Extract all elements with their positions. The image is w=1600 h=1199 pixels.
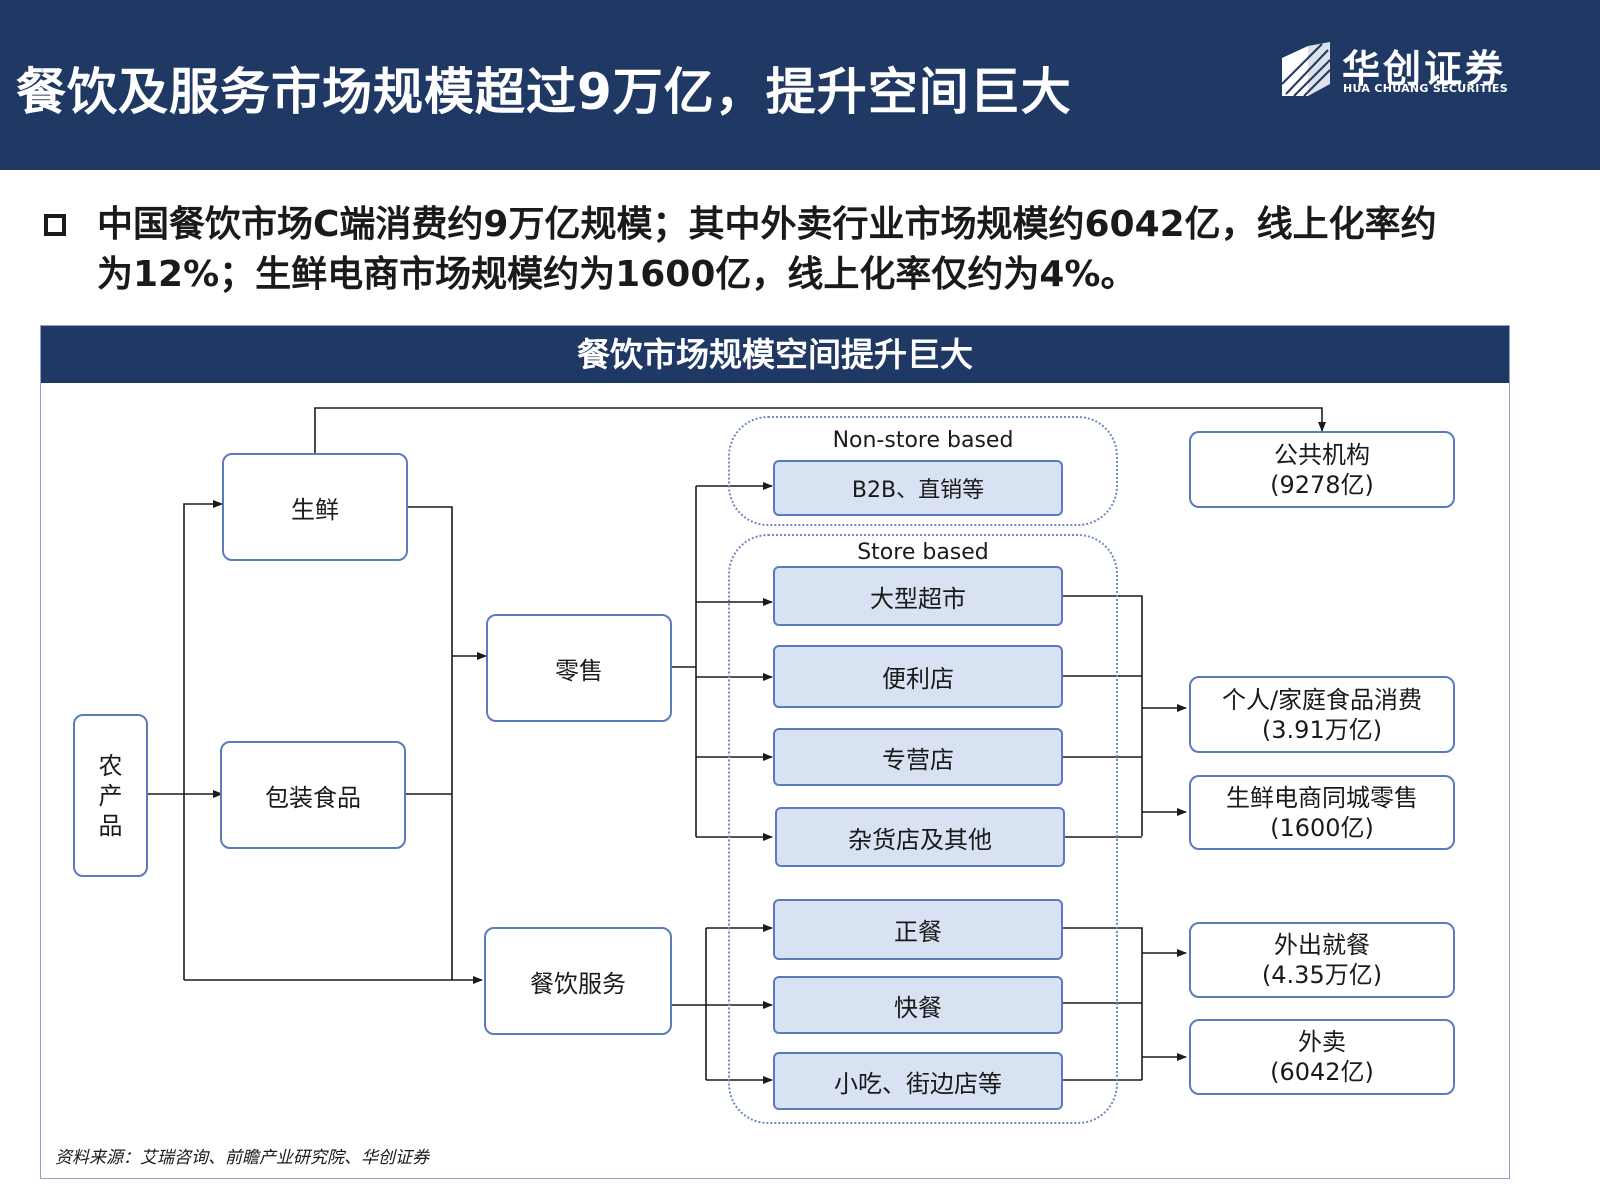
household-consumption-box: 个人/家庭食品消费 (3.91万亿) [1189, 676, 1455, 753]
public-institutions-value: (9278亿) [1270, 470, 1374, 499]
agri-char-2: 产 [98, 781, 123, 810]
agri-char-1: 农 [98, 751, 123, 780]
household-consumption-label: 个人/家庭食品消费 [1221, 685, 1423, 714]
public-institutions-box: 公共机构 (9278亿) [1189, 431, 1455, 508]
header-bar: 餐饮及服务市场规模超过9万亿，提升空间巨大 华创证券 HUA CHUANG SE… [0, 0, 1600, 170]
full-service-box: 正餐 [773, 899, 1063, 960]
agri-char-3: 品 [98, 811, 123, 840]
store-group [728, 534, 1118, 1124]
logo-mark-icon [1281, 42, 1331, 97]
diagram-title: 餐饮市场规模空间提升巨大 [41, 326, 1509, 383]
logo-chinese-name: 华创证券 [1342, 47, 1507, 91]
agri-products-box: 农 产 品 [73, 714, 148, 877]
specialty-store-box: 专营店 [773, 728, 1063, 786]
hypermarket-box: 大型超市 [773, 566, 1063, 626]
food-delivery-label: 外卖 [1298, 1028, 1346, 1056]
dine-out-value: (4.35万亿) [1261, 961, 1383, 989]
b2b-box: B2B、直销等 [773, 460, 1063, 516]
bullet-square-icon [44, 214, 66, 236]
non-store-label: Non-store based [832, 428, 1014, 453]
fast-food-box: 快餐 [773, 976, 1063, 1034]
grocery-store-box: 杂货店及其他 [775, 807, 1065, 867]
bullet-line-2: 为12%；生鲜电商市场规模约为1600亿，线上化率仅约为4%。 [97, 254, 1137, 295]
retail-box: 零售 [486, 614, 672, 722]
diagram-panel: 餐饮市场规模空间提升巨大 [40, 325, 1510, 1179]
fresh-ecommerce-box: 生鲜电商同城零售 (1600亿) [1189, 775, 1455, 850]
company-logo: 华创证券 HUA CHUANG SECURITIES [1278, 38, 1508, 102]
page-title: 餐饮及服务市场规模超过9万亿，提升空间巨大 [16, 63, 1072, 121]
fresh-box: 生鲜 [222, 453, 408, 561]
logo-english-name: HUA CHUANG SECURITIES [1343, 82, 1508, 95]
fresh-ecommerce-label: 生鲜电商同城零售 [1226, 783, 1418, 812]
non-store-group [728, 416, 1118, 526]
dine-out-box: 外出就餐 (4.35万亿) [1189, 922, 1455, 998]
convenience-store-box: 便利店 [773, 645, 1063, 708]
source-footnote: 资料来源：艾瑞咨询、前瞻产业研究院、华创证券 [55, 1148, 429, 1168]
bullet-line-1: 中国餐饮市场C端消费约9万亿规模；其中外卖行业市场规模约6042亿，线上化率约 [97, 204, 1437, 245]
fresh-ecommerce-value: (1600亿) [1270, 813, 1374, 842]
public-institutions-label: 公共机构 [1274, 440, 1370, 469]
food-delivery-value: (6042亿) [1270, 1058, 1374, 1086]
bullet-text: 中国餐饮市场C端消费约9万亿规模；其中外卖行业市场规模约6042亿，线上化率约 … [97, 200, 1567, 300]
household-consumption-value: (3.91万亿) [1261, 715, 1383, 744]
store-label: Store based [857, 540, 989, 565]
food-delivery-box: 外卖 (6042亿) [1189, 1019, 1455, 1095]
food-service-box: 餐饮服务 [484, 927, 672, 1035]
snacks-box: 小吃、街边店等 [773, 1052, 1063, 1110]
packaged-food-box: 包装食品 [220, 741, 406, 849]
dine-out-label: 外出就餐 [1274, 931, 1370, 959]
